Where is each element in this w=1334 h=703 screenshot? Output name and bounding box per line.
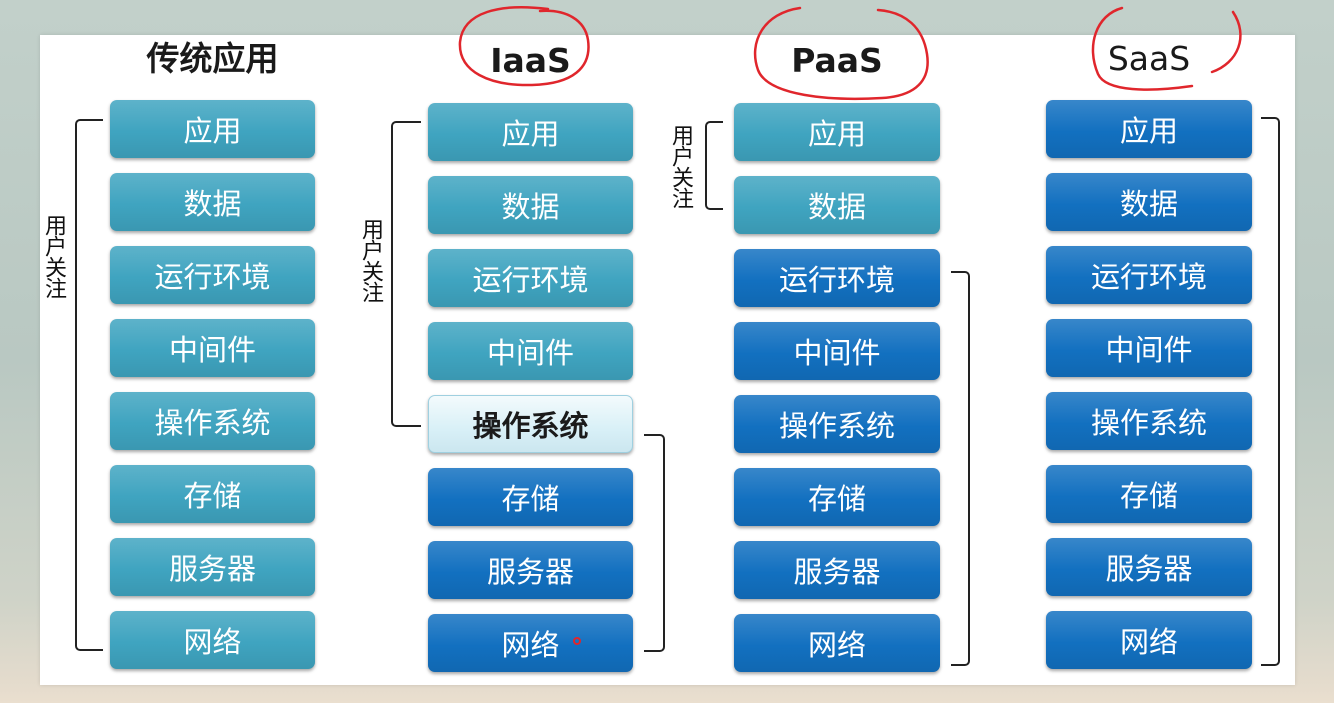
traditional-layer-storage: 存储 — [110, 465, 315, 523]
saas-title: SaaS — [1107, 39, 1191, 78]
traditional-layer-runtime: 运行环境 — [110, 246, 315, 304]
iaas-layer-data: 数据 — [428, 176, 633, 234]
iaas-layer-os: 操作系统 — [428, 395, 633, 453]
traditional-layer-network: 网络 — [110, 611, 315, 669]
paas-layer-middleware: 中间件 — [734, 322, 940, 380]
iaas-layer-runtime: 运行环境 — [428, 249, 633, 307]
iaas-layer-middleware: 中间件 — [428, 322, 633, 380]
paas-layer-server: 服务器 — [734, 541, 940, 599]
iaas-layer-server: 服务器 — [428, 541, 633, 599]
saas-layer-os: 操作系统 — [1046, 392, 1252, 450]
iaas-stack: 应用 数据 运行环境 中间件 操作系统 存储 服务器 网络 — [428, 103, 633, 687]
saas-layer-server: 服务器 — [1046, 538, 1252, 596]
iaas-focus-label: 用户关注 — [358, 218, 383, 302]
iaas-provider-bracket — [644, 434, 665, 652]
traditional-user-bracket — [75, 119, 103, 651]
paas-layer-data: 数据 — [734, 176, 940, 234]
saas-layer-application: 应用 — [1046, 100, 1252, 158]
paas-title: PaaS — [791, 41, 883, 80]
traditional-title: 传统应用 — [146, 39, 279, 78]
traditional-layer-server: 服务器 — [110, 538, 315, 596]
traditional-layer-data: 数据 — [110, 173, 315, 231]
traditional-focus-label: 用户关注 — [41, 214, 66, 298]
traditional-layer-middleware: 中间件 — [110, 319, 315, 377]
paas-stack: 应用 数据 运行环境 中间件 操作系统 存储 服务器 网络 — [734, 103, 940, 687]
paas-layer-os: 操作系统 — [734, 395, 940, 453]
saas-layer-runtime: 运行环境 — [1046, 246, 1252, 304]
saas-layer-storage: 存储 — [1046, 465, 1252, 523]
paas-layer-application: 应用 — [734, 103, 940, 161]
saas-layer-middleware: 中间件 — [1046, 319, 1252, 377]
iaas-user-bracket — [391, 121, 421, 427]
traditional-stack: 应用 数据 运行环境 中间件 操作系统 存储 服务器 网络 — [110, 100, 315, 684]
iaas-layer-network: 网络 — [428, 614, 633, 672]
paas-layer-storage: 存储 — [734, 468, 940, 526]
traditional-layer-application: 应用 — [110, 100, 315, 158]
paas-layer-runtime: 运行环境 — [734, 249, 940, 307]
saas-layer-network: 网络 — [1046, 611, 1252, 669]
saas-stack: 应用 数据 运行环境 中间件 操作系统 存储 服务器 网络 — [1046, 100, 1252, 684]
saas-layer-data: 数据 — [1046, 173, 1252, 231]
paas-user-bracket — [705, 121, 723, 210]
paas-provider-bracket — [951, 271, 970, 666]
traditional-layer-os: 操作系统 — [110, 392, 315, 450]
iaas-layer-storage: 存储 — [428, 468, 633, 526]
saas-provider-bracket — [1261, 117, 1280, 666]
paas-focus-label: 用户关注 — [668, 124, 693, 208]
iaas-title: IaaS — [490, 41, 571, 80]
iaas-layer-application: 应用 — [428, 103, 633, 161]
paas-layer-network: 网络 — [734, 614, 940, 672]
